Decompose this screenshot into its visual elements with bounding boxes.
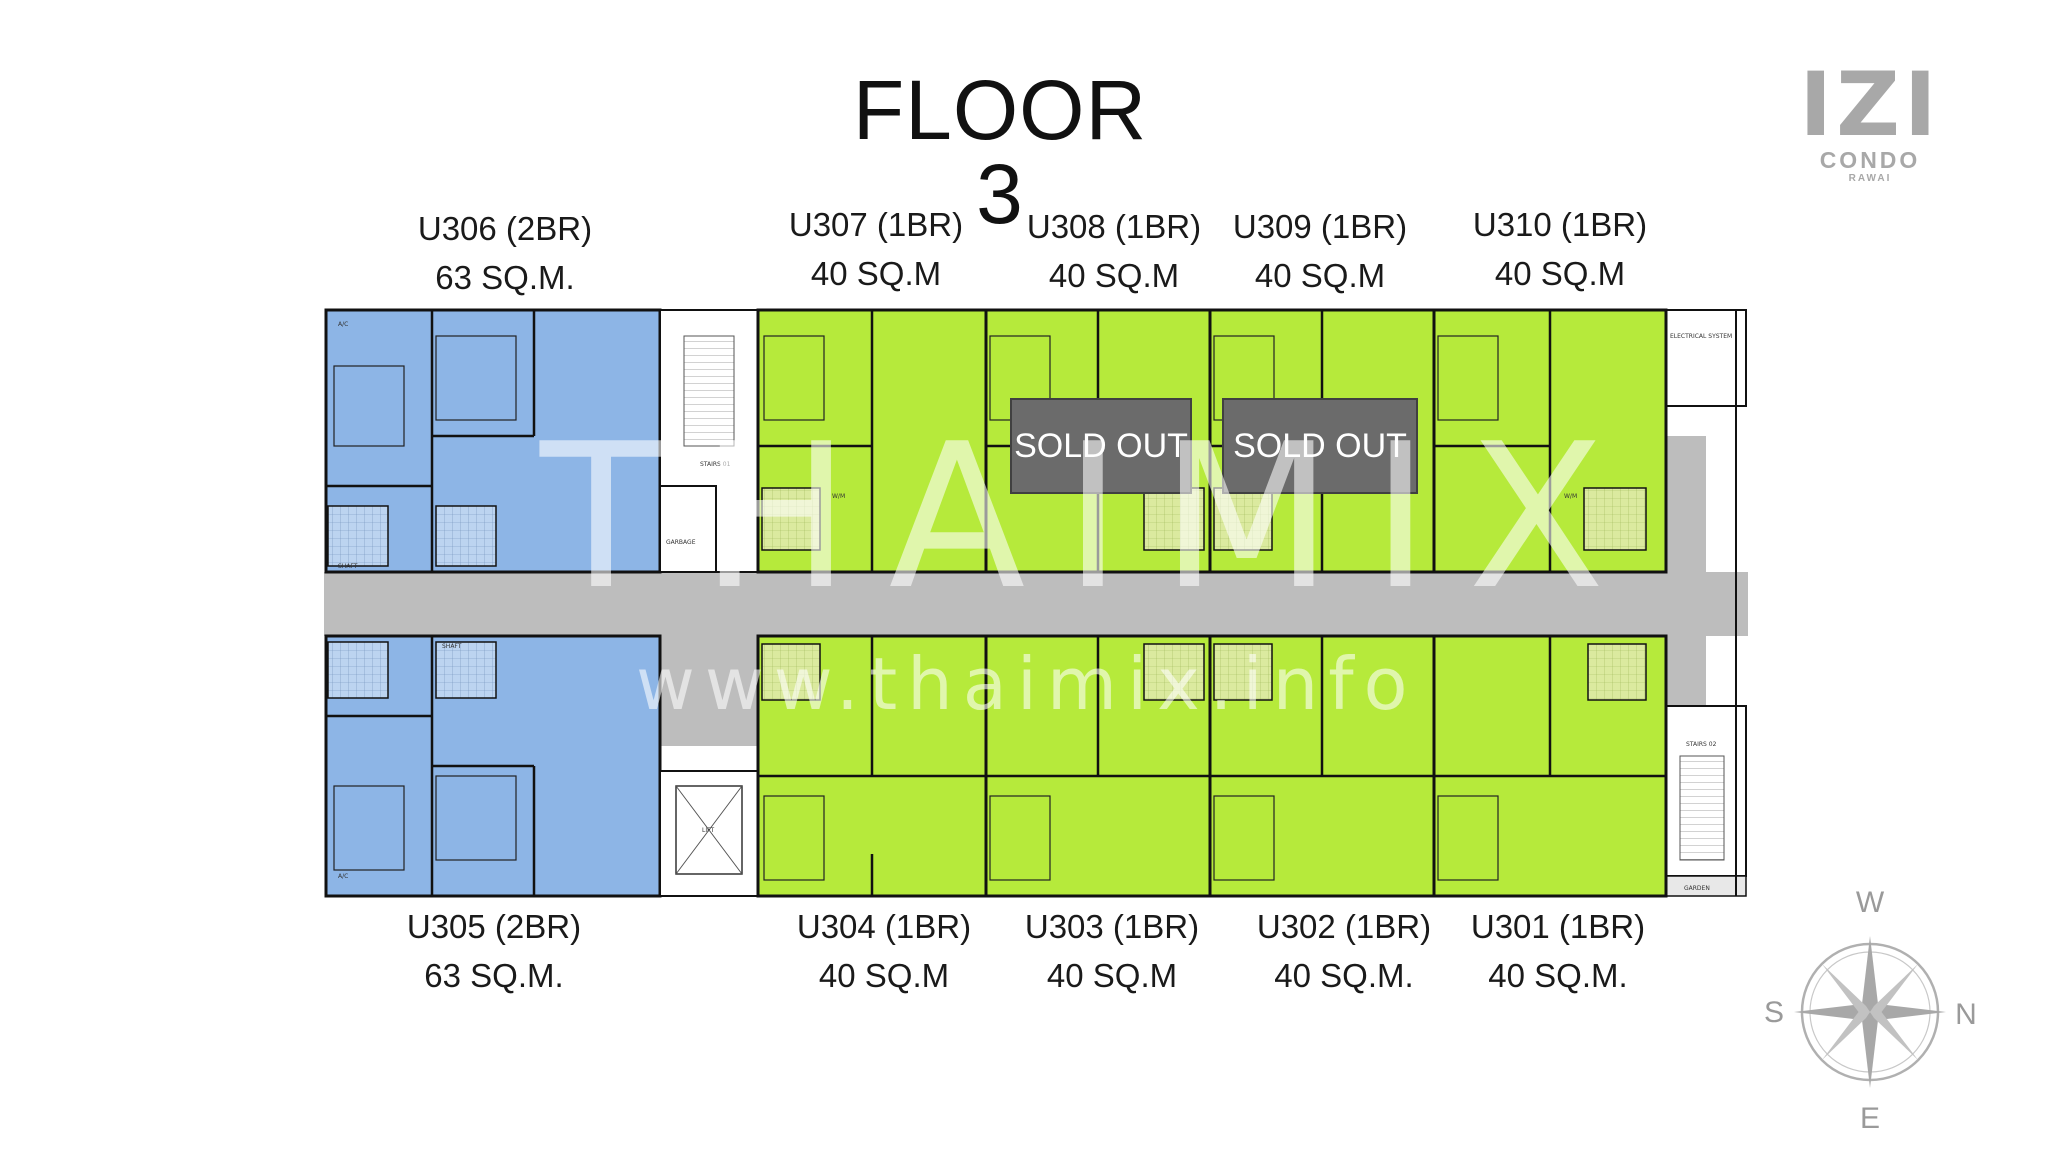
unit-area: 40 SQ.M. xyxy=(1488,957,1628,994)
floor-plan: STAIRS 01 GARBAGE ELECTRICAL SYSTEM STAI… xyxy=(324,306,1748,898)
brand-line2: CONDO xyxy=(1819,147,1921,173)
unit-name: U308 (1BR) xyxy=(1026,208,1202,245)
page-title: FLOOR 3 xyxy=(852,63,1148,241)
brand-line3: RAWAI xyxy=(1848,173,1892,184)
compass: W S N E xyxy=(1740,886,2000,1146)
ac-label: A/C xyxy=(338,321,348,328)
unit-label-u305[interactable]: U305 (2BR) 63 SQ.M. xyxy=(364,902,624,1000)
unit-area: 40 SQ.M xyxy=(1494,255,1626,292)
unit-label-u307[interactable]: U307 (1BR) 40 SQ.M xyxy=(746,200,1006,298)
electrical-label: ELECTRICAL SYSTEM xyxy=(1670,333,1732,340)
unit-name: U304 (1BR) xyxy=(796,908,972,945)
wash-label: W/M xyxy=(1564,493,1577,500)
unit-area: 40 SQ.M xyxy=(1046,957,1178,994)
unit-name: U306 (2BR) xyxy=(417,210,593,247)
unit-area: 40 SQ.M xyxy=(1254,257,1386,294)
sold-out-badge-u308: SOLD OUT xyxy=(1010,398,1192,494)
unit-label-u302[interactable]: U302 (1BR) 40 SQ.M. xyxy=(1214,902,1474,1000)
unit-area: 40 SQ.M xyxy=(1048,257,1180,294)
ac-label: A/C xyxy=(338,873,348,880)
unit-name: U310 (1BR) xyxy=(1472,206,1648,243)
unit-label-u308[interactable]: U308 (1BR) 40 SQ.M xyxy=(984,202,1244,300)
unit-label-u301[interactable]: U301 (1BR) 40 SQ.M. xyxy=(1428,902,1688,1000)
brand-name: IZI xyxy=(1799,53,1941,156)
compass-left-letter: S xyxy=(1763,996,1784,1029)
unit-label-u304[interactable]: U304 (1BR) 40 SQ.M xyxy=(754,902,1014,1000)
unit-area: 40 SQ.M xyxy=(818,957,950,994)
brand-logo: IZI CONDO RAWAI xyxy=(1790,53,1950,185)
unit-label-u310[interactable]: U310 (1BR) 40 SQ.M xyxy=(1430,200,1690,298)
compass-rose-icon xyxy=(1794,936,1946,1088)
unit-name: U303 (1BR) xyxy=(1024,908,1200,945)
unit-name: U302 (1BR) xyxy=(1256,908,1432,945)
shaft-label: SHAFT xyxy=(338,563,358,570)
shaft-label: SHAFT xyxy=(442,643,462,650)
units-bottom-1br xyxy=(756,634,1668,898)
unit-name: U309 (1BR) xyxy=(1232,208,1408,245)
unit-area: 63 SQ.M. xyxy=(424,957,564,994)
unit-label-u303[interactable]: U303 (1BR) 40 SQ.M xyxy=(982,902,1242,1000)
unit-name: U307 (1BR) xyxy=(788,206,964,243)
unit-name: U305 (2BR) xyxy=(406,908,582,945)
corridor xyxy=(324,572,1748,636)
unit-area: 40 SQ.M xyxy=(810,255,942,292)
lift-label: LIFT xyxy=(702,827,714,834)
wash-label: W/M xyxy=(832,493,845,500)
stairs-02-label: STAIRS 02 xyxy=(1686,741,1717,748)
stairs-01-label: STAIRS 01 xyxy=(700,461,731,468)
unit-area: 40 SQ.M. xyxy=(1274,957,1414,994)
electrical-room xyxy=(1665,309,1747,407)
unit-area: 63 SQ.M. xyxy=(435,259,575,296)
unit-name: U301 (1BR) xyxy=(1470,908,1646,945)
sold-out-badge-u309: SOLD OUT xyxy=(1222,398,1418,494)
garden-label: GARDEN xyxy=(1684,885,1710,892)
compass-top-letter: W xyxy=(1855,886,1885,919)
garbage-label: GARBAGE xyxy=(666,539,696,546)
compass-bottom-letter: E xyxy=(1859,1102,1880,1135)
unit-label-u309[interactable]: U309 (1BR) 40 SQ.M xyxy=(1190,202,1450,300)
compass-right-letter: N xyxy=(1955,998,1977,1031)
units-top-1br xyxy=(756,308,1668,574)
unit-label-u306[interactable]: U306 (2BR) 63 SQ.M. xyxy=(375,204,635,302)
